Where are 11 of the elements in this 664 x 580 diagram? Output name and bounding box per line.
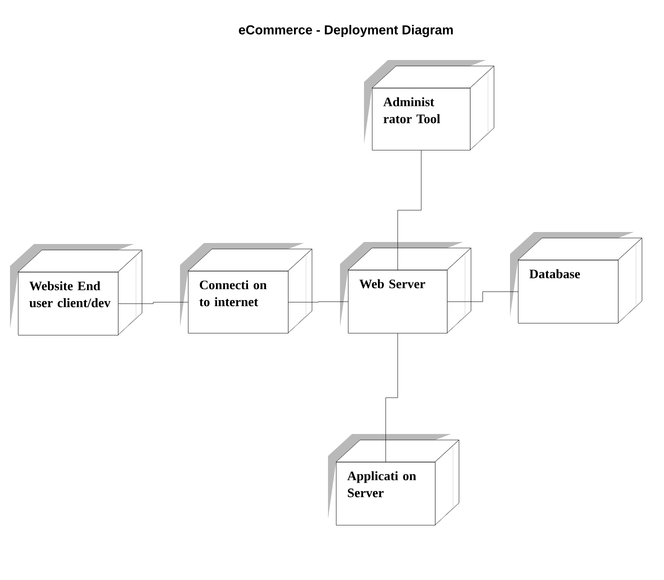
node-box: Website End user client/dev bbox=[10, 244, 142, 336]
connector-line bbox=[398, 150, 422, 270]
connector-line bbox=[118, 302, 188, 304]
node-box: Administ rator Tool bbox=[364, 60, 494, 150]
connector-line bbox=[447, 292, 518, 302]
node-box: Applicati on Server bbox=[328, 434, 460, 526]
connector-line bbox=[386, 333, 398, 462]
title: eCommerce - Deployment Diagram bbox=[238, 24, 453, 38]
node-box: Web Server bbox=[340, 242, 472, 334]
node-box: Connecti on to internet bbox=[180, 243, 312, 334]
node-box: Database bbox=[510, 232, 642, 324]
